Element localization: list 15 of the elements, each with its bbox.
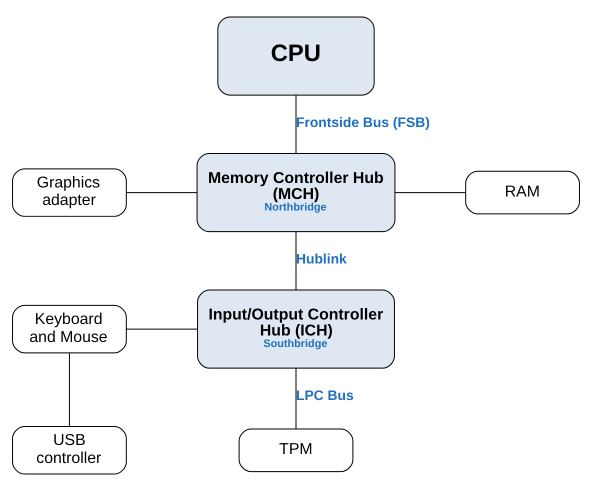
- node-box: TPM: [238, 428, 354, 472]
- node-box: Input/Output Controller Hub (ICH) Southbridge: [197, 290, 395, 369]
- node-box: Keyboard and Mouse: [12, 304, 127, 354]
- node-box: USB controller: [12, 426, 127, 475]
- connector: [68, 352, 70, 427]
- node-box: Memory Controller Hub (MCH) Northbridge: [196, 153, 396, 232]
- edge-label: Hublink: [296, 250, 347, 267]
- node-box: Graphics adapter: [12, 168, 127, 217]
- node-box: CPU: [217, 16, 375, 96]
- connector: [126, 192, 198, 194]
- connector: [394, 192, 466, 194]
- node-box: RAM: [465, 170, 580, 214]
- edge-label: Frontside Bus (FSB): [296, 114, 430, 130]
- connector: [126, 328, 198, 330]
- edge-label: LPC Bus: [296, 387, 354, 404]
